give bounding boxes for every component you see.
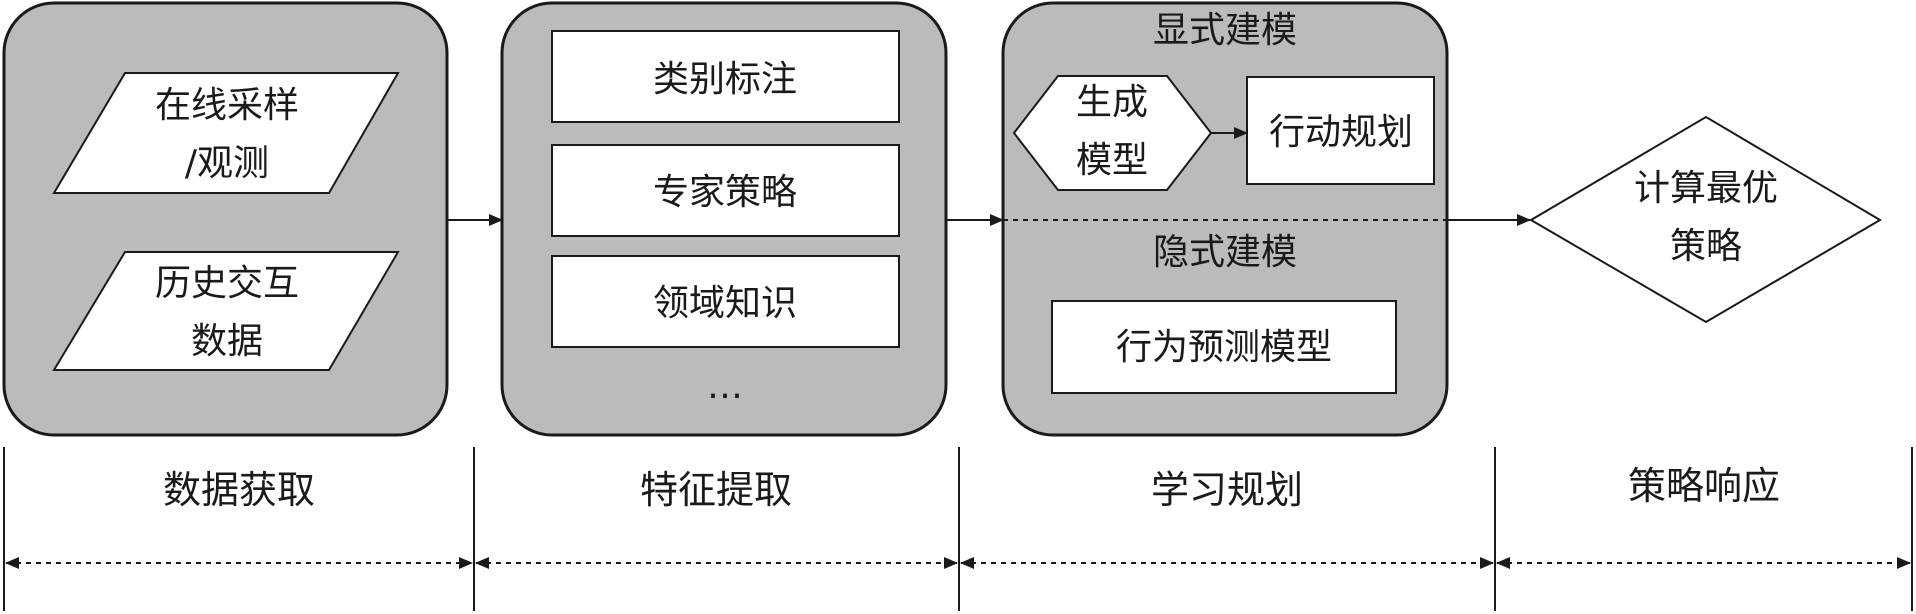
domain-knowledge-box: 领域知识 bbox=[551, 255, 900, 348]
optimal-policy-diamond: 计算最优 策略 bbox=[1529, 115, 1882, 324]
optimal-policy-label-line2: 策略 bbox=[1670, 226, 1742, 267]
domain-knowledge-label: 领域知识 bbox=[653, 283, 797, 324]
feature-extraction-panel: 类别标注 专家策略 领域知识 … bbox=[500, 1, 948, 437]
explicit-modeling-title: 显式建模 bbox=[1153, 10, 1297, 51]
generative-model-label-line1: 生成 bbox=[1076, 82, 1148, 123]
stage-label-data-acquisition: 数据获取 bbox=[163, 468, 315, 512]
behavior-prediction-label: 行为预测模型 bbox=[1116, 327, 1332, 368]
history-interaction-label-line2: 数据 bbox=[191, 321, 263, 362]
history-interaction-box: 历史交互 数据 bbox=[52, 251, 400, 371]
generative-model-label-line2: 模型 bbox=[1076, 140, 1148, 181]
online-sampling-box: 在线采样 /观测 bbox=[52, 72, 400, 194]
expert-policy-box: 专家策略 bbox=[551, 144, 900, 237]
generative-model-hexagon: 生成 模型 bbox=[1012, 75, 1213, 191]
action-planning-label: 行动规划 bbox=[1269, 112, 1413, 153]
implicit-modeling-title: 隐式建模 bbox=[1153, 232, 1297, 273]
data-acquisition-panel: 在线采样 /观测 历史交互 数据 bbox=[2, 1, 449, 437]
online-sampling-label-line2: /观测 bbox=[185, 143, 269, 184]
stage-label-policy-response: 策略响应 bbox=[1628, 464, 1780, 508]
category-annotation-box: 类别标注 bbox=[551, 30, 900, 123]
stage-label-feature-extraction: 特征提取 bbox=[640, 468, 792, 512]
behavior-prediction-box: 行为预测模型 bbox=[1051, 300, 1397, 394]
category-annotation-label: 类别标注 bbox=[653, 59, 797, 100]
stage-label-learning-planning: 学习规划 bbox=[1151, 468, 1303, 512]
timeline: 数据获取 特征提取 学习规划 策略响应 bbox=[3, 447, 1913, 611]
history-interaction-label-line1: 历史交互 bbox=[155, 263, 299, 304]
optimal-policy-label-line1: 计算最优 bbox=[1634, 168, 1778, 209]
action-planning-box: 行动规划 bbox=[1246, 76, 1435, 185]
expert-policy-label: 专家策略 bbox=[653, 172, 797, 213]
ellipsis-text: … bbox=[707, 366, 743, 407]
online-sampling-label-line1: 在线采样 bbox=[155, 85, 299, 126]
